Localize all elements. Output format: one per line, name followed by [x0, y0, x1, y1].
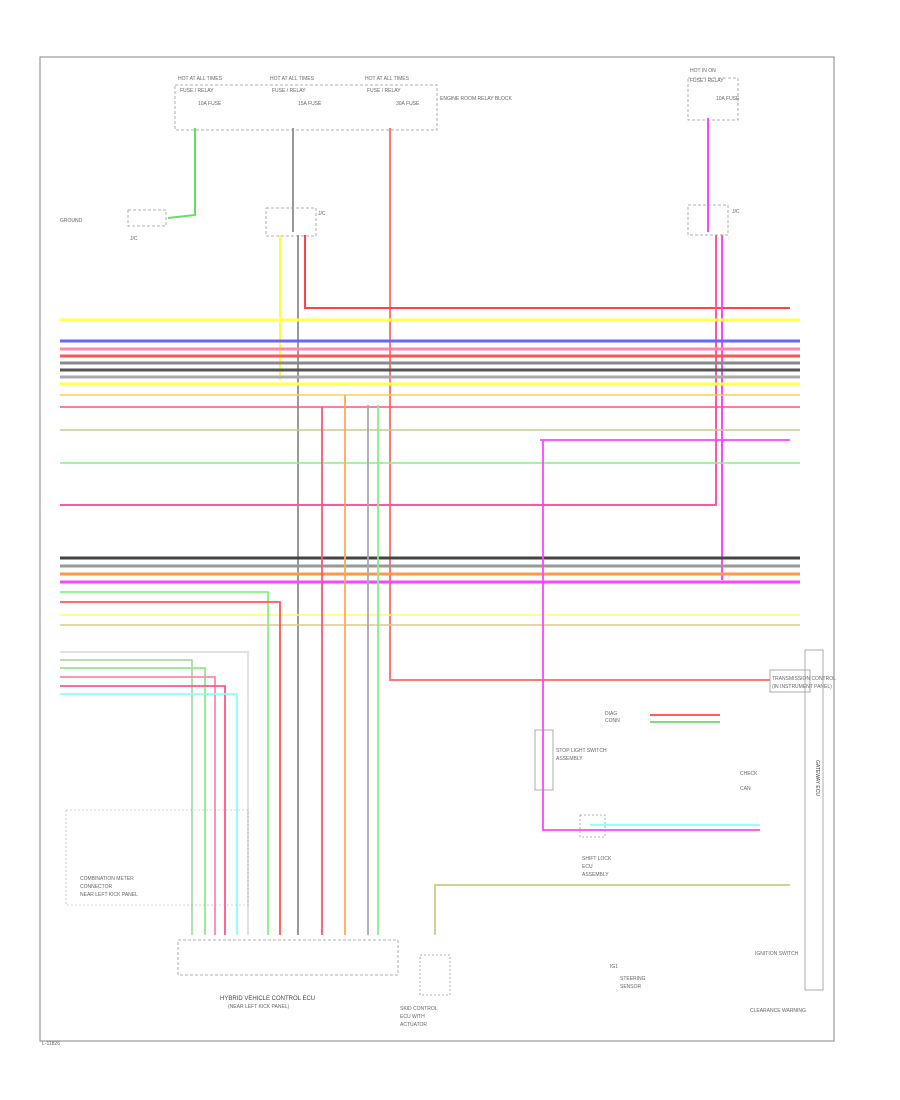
left-meter-connector	[65, 809, 249, 906]
left-conn-1: CONNECTOR	[80, 884, 113, 890]
fuse-label-right: HOT IN ON	[690, 68, 716, 74]
clearance-warning-label: CLEARANCE WARNING	[750, 1008, 806, 1014]
ecu-main-label: HYBRID VEHICLE CONTROL ECU	[220, 996, 315, 1002]
shift-lock-ecu	[579, 814, 606, 838]
ecu-sub-label: (NEAR LEFT KICK PANEL)	[228, 1004, 290, 1010]
ignition-switch-label: IGNITION SWITCH	[755, 951, 799, 957]
fuse-label-3: HOT AT ALL TIMES	[365, 76, 410, 82]
ground-connector	[127, 209, 167, 227]
fuse-b: 15A FUSE	[298, 101, 322, 107]
skid-label-1: SKID CONTROL	[400, 1006, 438, 1012]
ignition-sub-label: IG1	[610, 964, 618, 970]
can-label: CAN	[740, 786, 751, 792]
junction-1	[265, 207, 317, 237]
left-conn-2: NEAR LEFT KICK PANEL	[80, 892, 138, 898]
junction-3-label: J/C	[130, 236, 138, 242]
conn-label: CONN	[605, 718, 620, 724]
stop-light-switch	[534, 729, 554, 791]
junction-2-label: J/C	[732, 209, 740, 215]
steering-label: STEERING	[620, 976, 646, 982]
brake-switch-label: STOP LIGHT SWITCH	[556, 748, 607, 754]
diagram-frame	[39, 56, 835, 1042]
vertical-feed-wires	[60, 118, 790, 935]
fuse-block-right: FUSE / RELAY	[690, 78, 724, 84]
combination-meter-label: COMBINATION METER	[80, 876, 134, 882]
top-fuse-group: HOT AT ALL TIMES HOT AT ALL TIMES HOT AT…	[174, 68, 740, 131]
diag-label: DIAG	[605, 711, 617, 717]
skid-label-2: ECU WITH	[400, 1014, 425, 1020]
fuse-a: 10A FUSE	[198, 101, 222, 107]
fuse-label-1: HOT AT ALL TIMES	[178, 76, 223, 82]
fuse-c: 30A FUSE	[396, 101, 420, 107]
fuse-block-2: FUSE / RELAY	[272, 88, 306, 94]
fuse-block-3: FUSE / RELAY	[367, 88, 401, 94]
horizontal-bus	[60, 318, 800, 626]
gateway-ecu-bar	[804, 649, 824, 991]
skid-control-ecu	[419, 954, 451, 996]
hybrid-ecu-box	[177, 939, 399, 976]
brake-switch-sub: ASSEMBLY	[556, 756, 583, 762]
shift-lock-3: ASSEMBLY	[582, 872, 609, 878]
shift-lock-2: ECU	[582, 864, 593, 870]
junction-1-label: J/C	[318, 211, 326, 217]
transmission-module	[769, 669, 811, 693]
skid-label-3: ACTUATOR	[400, 1022, 427, 1028]
check-label: CHECK	[740, 771, 758, 777]
fuse-box-right	[687, 77, 739, 121]
gateway-ecu-label: GATEWAY ECU	[814, 760, 820, 796]
shift-lock-1: SHIFT LOCK	[582, 856, 612, 862]
center-module-label: TRANSMISSION CONTROL	[772, 676, 836, 682]
ground-label: GROUND	[60, 218, 83, 224]
vertical-drops	[60, 395, 790, 935]
center-module-sub: (IN INSTRUMENT PANEL)	[772, 684, 832, 690]
fuse-label-2: HOT AT ALL TIMES	[270, 76, 315, 82]
fuse-box-1	[174, 84, 438, 131]
fuse-d: 10A FUSE	[716, 96, 740, 102]
fuse-block-1: FUSE / RELAY	[180, 88, 214, 94]
sensor-label: SENSOR	[620, 984, 642, 990]
engine-room-box: ENGINE ROOM RELAY BLOCK	[440, 96, 512, 102]
page-id: L-11826	[42, 1041, 60, 1047]
